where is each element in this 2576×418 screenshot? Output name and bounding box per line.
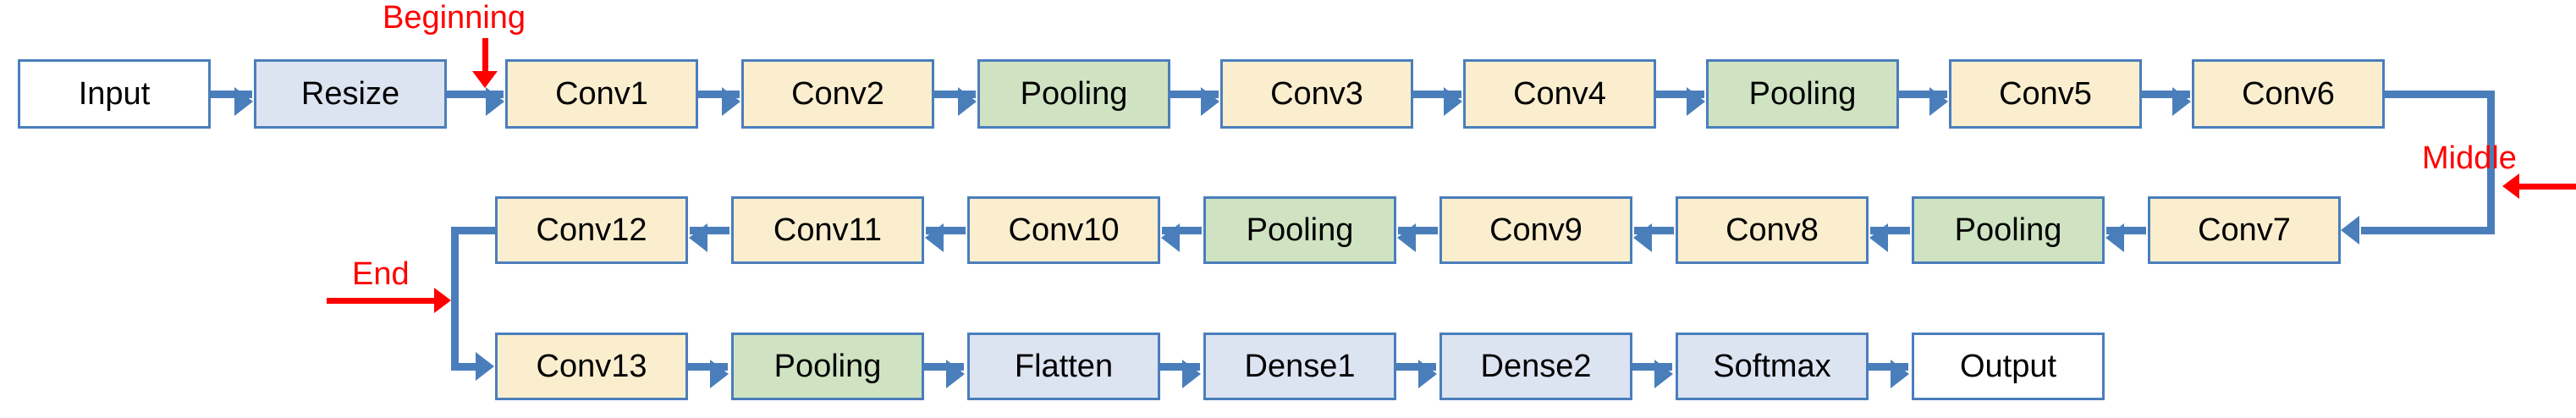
node-resize[interactable]: Resize xyxy=(254,59,447,129)
node-output[interactable]: Output xyxy=(1912,333,2105,400)
arrowhead-into-conv7 xyxy=(2341,216,2359,245)
annotation-line-beginning xyxy=(482,38,488,72)
arrow-pooling5-to-flatten xyxy=(924,360,965,388)
connector-conv6-out-horizontal xyxy=(2385,91,2495,98)
node-conv1[interactable]: Conv1 xyxy=(505,59,698,129)
annotation-label-middle: Middle xyxy=(2422,140,2517,176)
arrow-resize-to-conv1 xyxy=(447,87,504,116)
node-softmax[interactable]: Softmax xyxy=(1676,333,1869,400)
annotation-arrowhead-beginning xyxy=(472,71,498,88)
arrow-conv3-to-conv4 xyxy=(1413,87,1462,116)
annotation-label-beginning: Beginning xyxy=(383,0,526,36)
node-conv9[interactable]: Conv9 xyxy=(1439,196,1632,264)
annotation-line-middle xyxy=(2519,184,2576,190)
arrow-pooling1-to-conv3 xyxy=(1170,87,1219,116)
arrow-conv5-to-conv6 xyxy=(2142,87,2191,116)
arrow-conv4-to-pooling2 xyxy=(1656,87,1705,116)
connector-conv6-to-conv7-vertical xyxy=(2487,91,2495,230)
arrow-dense1-to-dense2 xyxy=(1396,360,1437,388)
node-pooling-2[interactable]: Pooling xyxy=(1706,59,1899,129)
arrow-conv11-to-conv12 xyxy=(689,223,729,252)
node-conv3[interactable]: Conv3 xyxy=(1220,59,1413,129)
arrow-conv13-to-pooling5 xyxy=(688,360,729,388)
node-conv11[interactable]: Conv11 xyxy=(731,196,924,264)
node-conv8[interactable]: Conv8 xyxy=(1676,196,1869,264)
arrow-conv1-to-conv2 xyxy=(698,87,740,116)
arrow-conv2-to-pooling1 xyxy=(934,87,977,116)
arrow-dense2-to-softmax xyxy=(1632,360,1673,388)
connector-into-conv7-horizontal xyxy=(2361,227,2495,234)
annotation-label-end: End xyxy=(352,256,410,292)
node-pooling-1[interactable]: Pooling xyxy=(977,59,1170,129)
arrow-flatten-to-dense1 xyxy=(1160,360,1201,388)
node-dense1[interactable]: Dense1 xyxy=(1203,333,1396,400)
node-conv7[interactable]: Conv7 xyxy=(2148,196,2341,264)
node-conv5[interactable]: Conv5 xyxy=(1949,59,2142,129)
node-conv10[interactable]: Conv10 xyxy=(967,196,1160,264)
annotation-line-end xyxy=(327,298,435,304)
arrow-conv8-to-conv9 xyxy=(1633,223,1674,252)
arrow-conv7-to-pooling4 xyxy=(2105,223,2146,252)
node-pooling-4[interactable]: Pooling xyxy=(1912,196,2105,264)
arrowhead-into-conv13 xyxy=(476,352,494,381)
node-conv2[interactable]: Conv2 xyxy=(741,59,934,129)
connector-conv12-to-conv13-vertical xyxy=(451,227,459,366)
node-conv4[interactable]: Conv4 xyxy=(1463,59,1656,129)
annotation-arrowhead-middle xyxy=(2502,173,2519,199)
node-flatten[interactable]: Flatten xyxy=(967,333,1160,400)
node-conv13[interactable]: Conv13 xyxy=(495,333,688,400)
node-pooling-3[interactable]: Pooling xyxy=(1203,196,1396,264)
arrow-pooling3-to-conv10 xyxy=(1161,223,1202,252)
node-input[interactable]: Input xyxy=(18,59,211,129)
annotation-arrowhead-end xyxy=(434,288,451,313)
arrow-conv10-to-conv11 xyxy=(925,223,966,252)
node-dense2[interactable]: Dense2 xyxy=(1439,333,1632,400)
arrow-conv9-to-pooling3 xyxy=(1397,223,1438,252)
arrow-softmax-to-output xyxy=(1869,360,1909,388)
arrow-pooling2-to-conv5 xyxy=(1899,87,1948,116)
arrow-pooling4-to-conv8 xyxy=(1869,223,1910,252)
node-conv12[interactable]: Conv12 xyxy=(495,196,688,264)
connector-conv12-out-horizontal xyxy=(451,227,497,234)
node-pooling-5[interactable]: Pooling xyxy=(731,333,924,400)
connector-into-conv13-horizontal xyxy=(451,363,476,371)
arrow-input-to-resize xyxy=(211,87,253,116)
node-conv6[interactable]: Conv6 xyxy=(2192,59,2385,129)
